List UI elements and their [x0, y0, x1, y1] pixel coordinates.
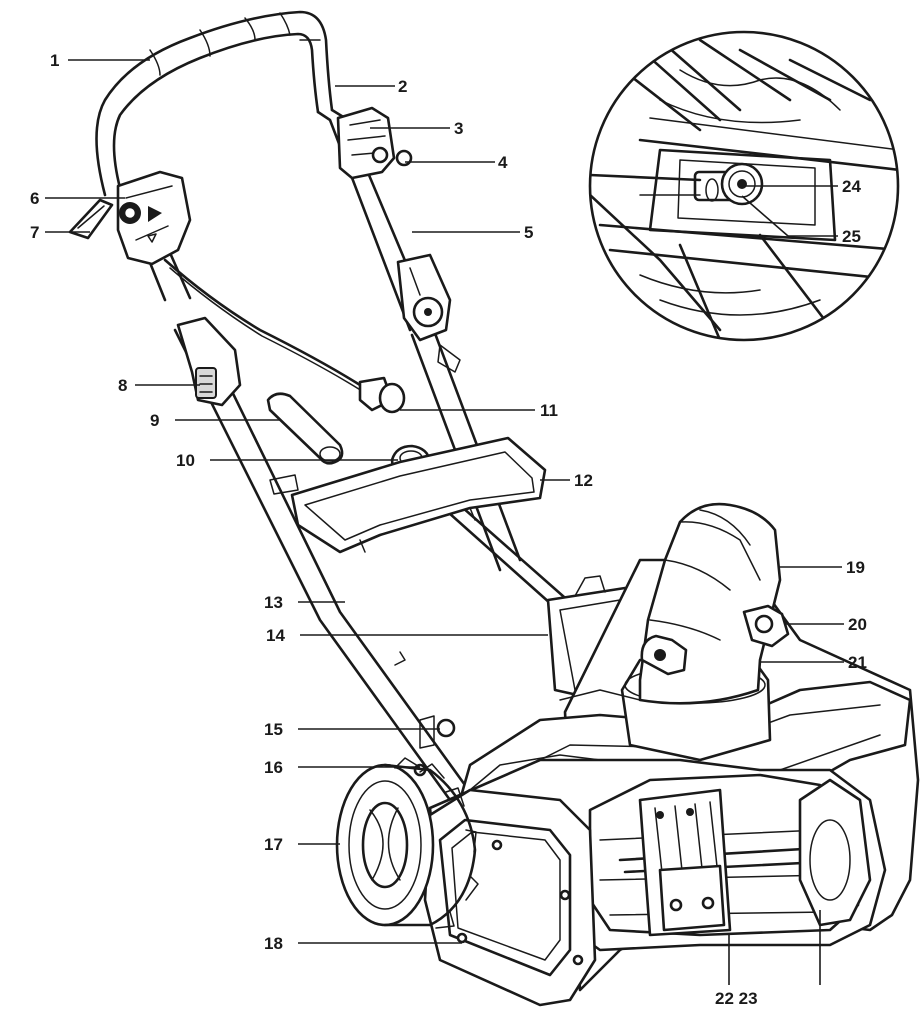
wheel — [335, 757, 479, 929]
callout-2: 2 — [398, 77, 407, 96]
callout-14: 14 — [266, 626, 285, 645]
callout-11: 11 — [540, 401, 558, 420]
callout-1: 1 — [50, 51, 59, 70]
safety-button — [68, 198, 114, 240]
callout-24: 24 — [842, 177, 861, 196]
callout-12: 12 — [574, 471, 593, 490]
callout-19: 19 — [846, 558, 865, 577]
auxiliary-grip — [266, 392, 344, 465]
callout-4: 4 — [498, 153, 508, 172]
handle-tray — [290, 436, 547, 554]
handle-knob-left — [176, 316, 242, 407]
callout-20: 20 — [848, 615, 867, 634]
callout-7: 7 — [30, 223, 39, 242]
callout-6: 6 — [30, 189, 39, 208]
switch-box — [336, 106, 396, 180]
cord-retainer — [378, 382, 406, 414]
callout-16: 16 — [264, 758, 283, 777]
callout-9: 9 — [150, 411, 159, 430]
detail-inset-contents — [590, 38, 898, 340]
callout-17: 17 — [264, 835, 283, 854]
snow-thrower-housing — [423, 502, 920, 1007]
callout-22-23: 22 23 — [715, 989, 758, 1008]
callout-5: 5 — [524, 223, 533, 242]
callout-18: 18 — [264, 934, 283, 953]
callout-8: 8 — [118, 376, 127, 395]
callout-10: 10 — [176, 451, 195, 470]
handle-assembly — [68, 10, 522, 802]
side-bolt — [456, 932, 468, 944]
callout-21: 21 — [848, 653, 867, 672]
leader-25a — [741, 195, 789, 237]
callout-25: 25 — [842, 227, 861, 246]
callout-13: 13 — [264, 593, 283, 612]
callout-3: 3 — [454, 119, 463, 138]
leader-lines — [45, 59, 844, 985]
callout-labels: 1 2 3 4 5 6 7 8 9 10 11 12 13 14 15 16 1… — [30, 51, 867, 1008]
discharge-chute — [638, 502, 782, 705]
callout-15: 15 — [264, 720, 283, 739]
